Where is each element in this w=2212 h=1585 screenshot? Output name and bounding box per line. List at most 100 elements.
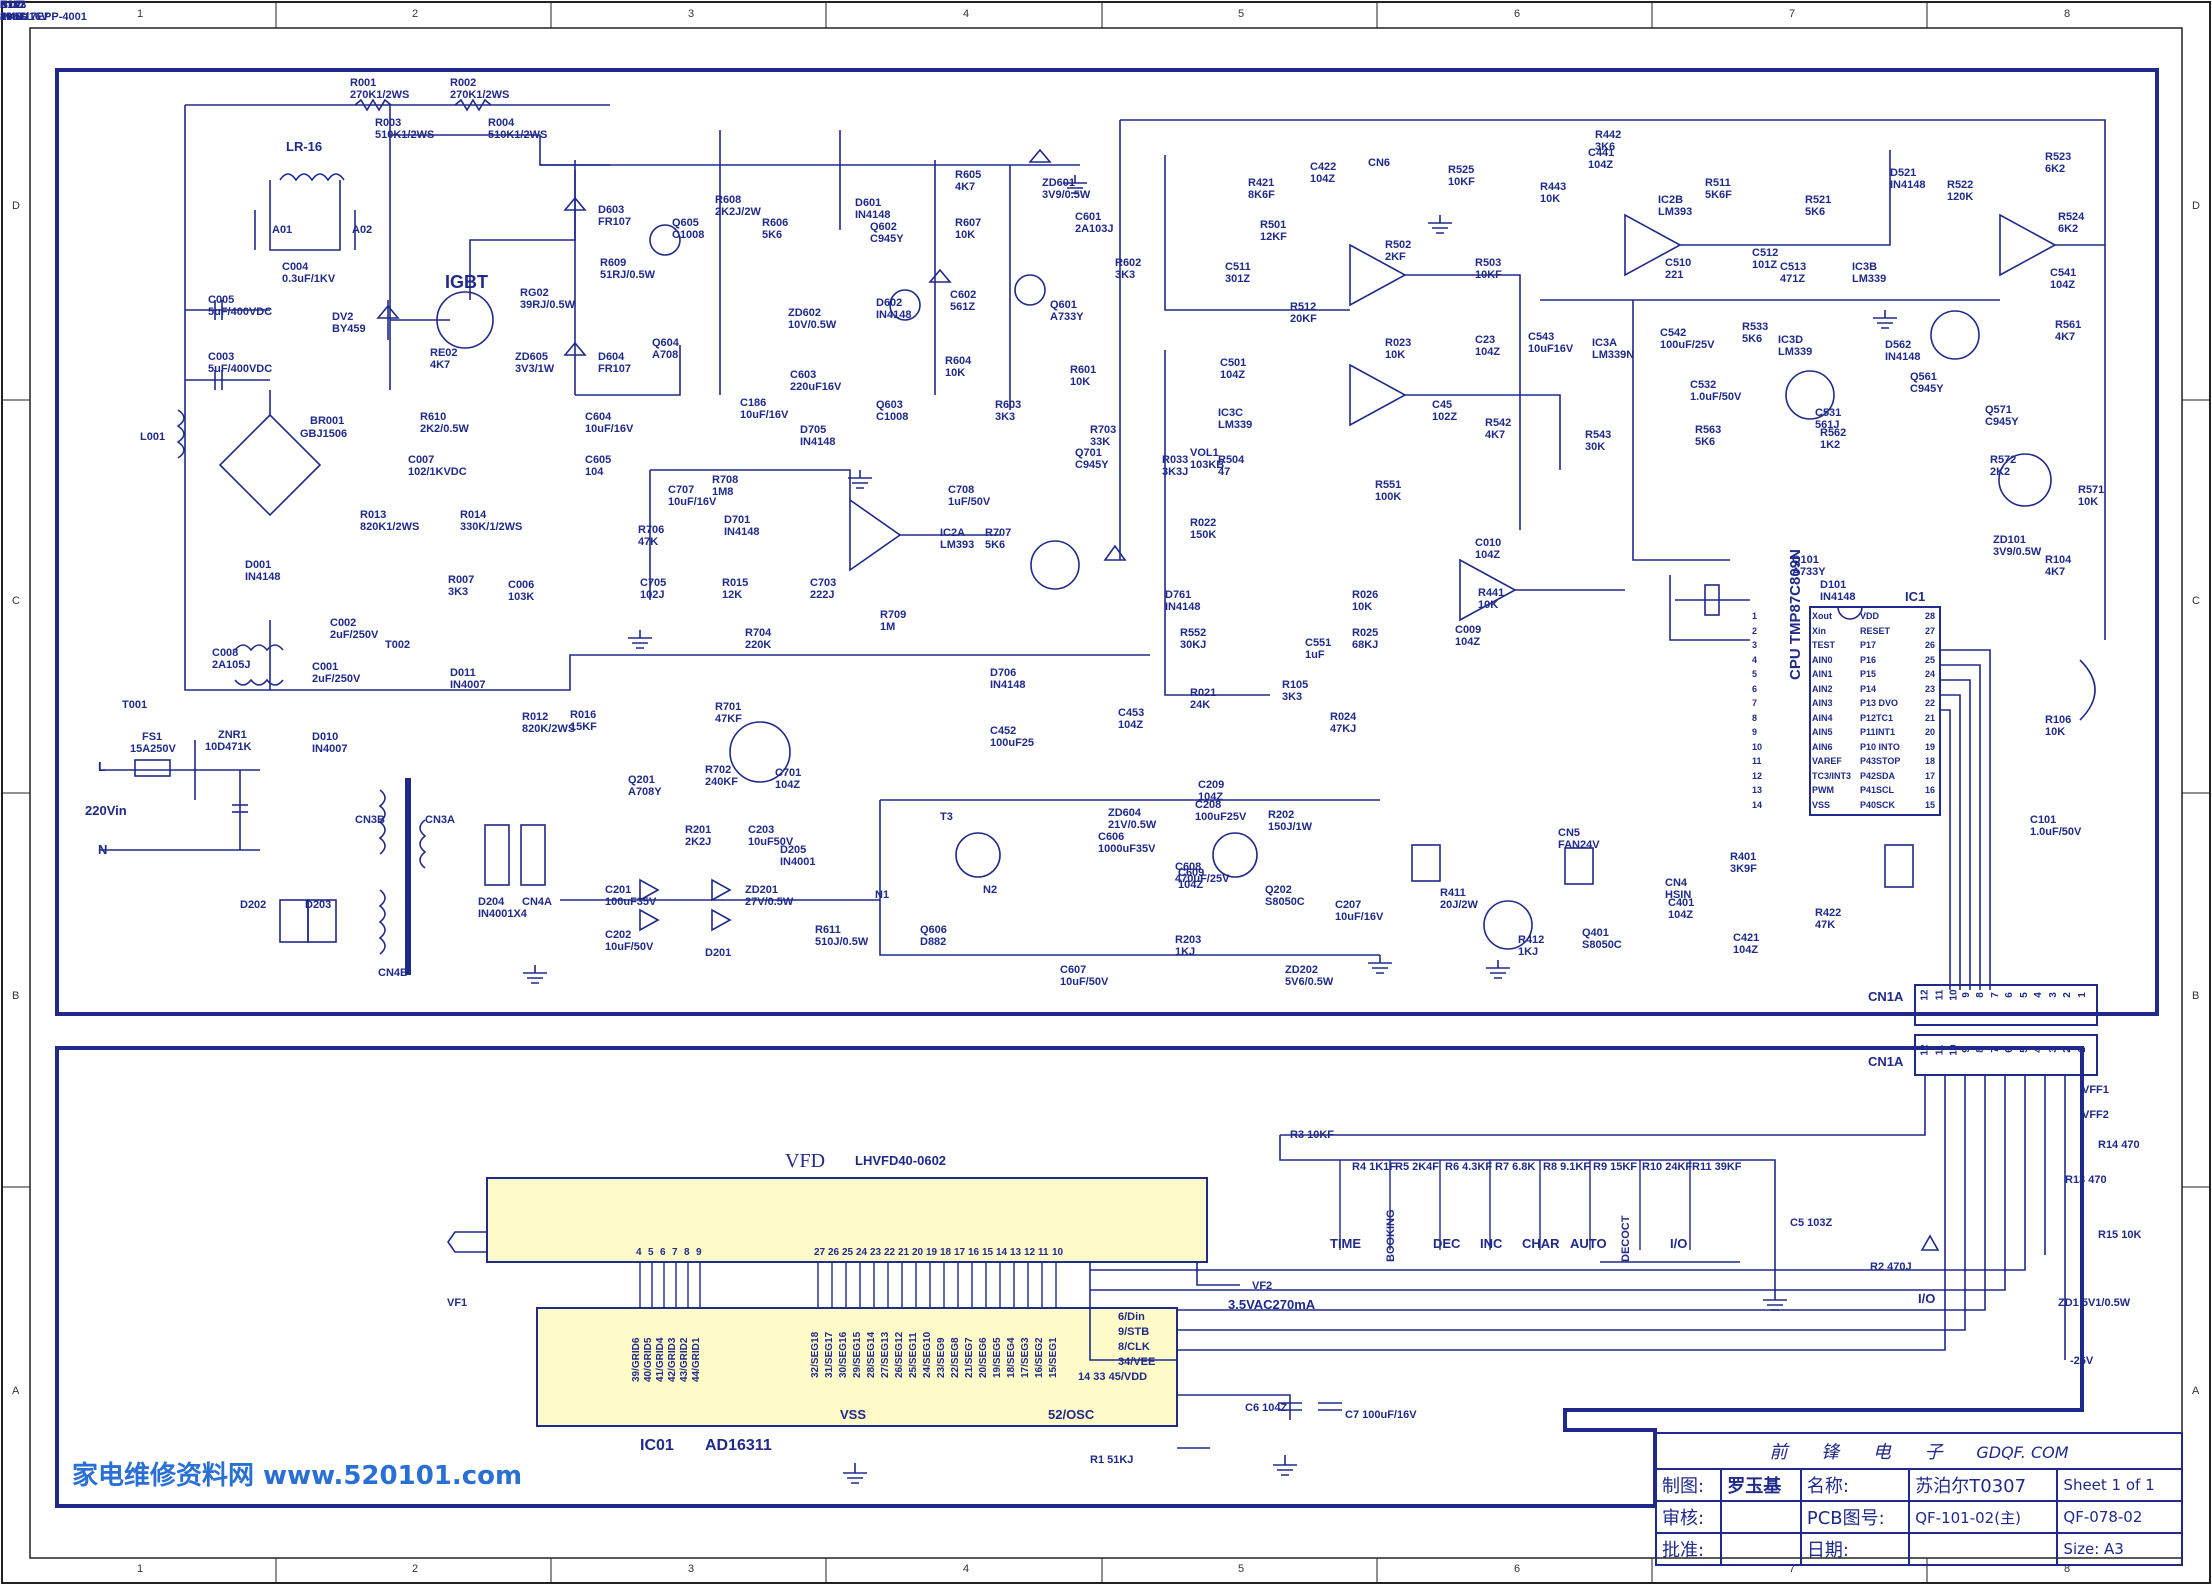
fuse-ref: FS1 (142, 731, 163, 743)
cpu-pin-name: P42SDA (1860, 770, 1896, 781)
component-ref: C703 (810, 577, 837, 589)
component-value: 103KB (1190, 459, 1225, 471)
key-io-button[interactable]: I/O (1670, 1236, 1688, 1251)
component-value: 1.0uF/50V (1690, 391, 1742, 403)
key-booking-button[interactable]: BOOKING (1385, 1209, 1397, 1262)
component-value: 5K6 (762, 229, 783, 241)
display-part-label: R7 6.8K (1495, 1161, 1536, 1173)
input-220vin: 220Vin (85, 803, 127, 818)
ic-seg-pin-name: 15/SEG1 (1048, 1337, 1059, 1378)
cpu-pin-name: P14 (1860, 683, 1877, 694)
component-value: 3V9/0.5W (1993, 546, 2042, 558)
vfd-seg-pin: 22 (884, 1247, 896, 1258)
component-ref: R709 (880, 609, 907, 621)
component-ref: RE02 (430, 347, 458, 359)
component-value: S8050C (1265, 896, 1305, 908)
ic-grid-pin-name: 43/GRID2 (679, 1337, 690, 1382)
ic-seg-pin-name: 27/SEG13 (880, 1331, 891, 1378)
vfd-seg-pin: 19 (926, 1247, 938, 1258)
component-ref: D010 (312, 731, 339, 743)
component-value: 2KF (1385, 251, 1406, 263)
varistor-ref: ZNR1 (218, 729, 247, 741)
component-value: 470uF/25V (1175, 873, 1230, 885)
grid-col-4: 4 (963, 8, 970, 20)
component-value: 47KF (715, 713, 742, 725)
cpu-pin-number: 5 (1752, 669, 1758, 679)
component-value: 100uF25V (1195, 811, 1247, 823)
component-ref: D701 (724, 514, 751, 526)
vfd-seg-pin: 23 (870, 1247, 882, 1258)
component-ref: C602 (950, 289, 977, 301)
ic-seg-pin-name: 19/SEG5 (992, 1337, 1003, 1378)
component-value: 2K2/0.5W (420, 423, 469, 435)
cpu-pin-number: 15 (1925, 799, 1936, 810)
component-value: 51RJ/0.5W (600, 269, 656, 281)
grid-row-c: C (12, 595, 20, 607)
component-ref: C604 (585, 411, 612, 423)
component-value: LM339 (1852, 273, 1887, 285)
component-ref: C608 (1175, 861, 1202, 873)
component-ref: R521 (1805, 194, 1832, 206)
cpu-pin-number: 24 (1925, 669, 1936, 679)
component-value: 3K3 (995, 411, 1016, 423)
component-ref: R422 (1815, 907, 1842, 919)
key-char-button[interactable]: CHAR (1522, 1236, 1560, 1251)
component-ref: Q603 (876, 399, 903, 411)
component-ref: R523 (2045, 151, 2072, 163)
component-value: 510K1/2WS (488, 129, 548, 141)
cpu-pin-name: P41SCL (1860, 785, 1895, 795)
component-ref: R015 (722, 577, 749, 589)
vff2-label: VFF2 (2082, 1109, 2109, 1121)
component-ref: R603 (995, 399, 1022, 411)
component-value: 220uF16V (790, 381, 842, 393)
grid-col-3-bottom: 3 (688, 1563, 695, 1575)
display-part-label: R13 470 (2065, 1174, 2107, 1186)
component-value: 510K1/2WS (375, 129, 435, 141)
component-value: 3V3/1W (515, 363, 555, 375)
component-ref: C607 (1060, 964, 1087, 976)
cpu-pin-name: VDD (1860, 611, 1880, 621)
component-value: 2K2 (1990, 466, 2011, 478)
component-value: 104Z (0, 11, 26, 23)
component-ref: R201 (685, 824, 712, 836)
component-ref: R604 (945, 355, 972, 367)
vfd-seg-pin: 26 (828, 1247, 840, 1258)
key-time-button[interactable]: TIME (1330, 1236, 1362, 1251)
component-value: 10uF/50V (605, 941, 654, 953)
component-value: 471Z (1780, 273, 1806, 285)
connector-pin: 9 (1960, 1047, 1972, 1053)
component-ref: R501 (1260, 219, 1287, 231)
component-ref: CN3A (425, 814, 455, 826)
key-decoct-button[interactable]: DECOCT (1620, 1215, 1632, 1262)
component-ref: C452 (990, 725, 1017, 737)
cpu-pin-name: VAREF (1812, 756, 1842, 766)
bridge-value: GBJ1506 (300, 428, 348, 440)
component-ref: C207 (1335, 899, 1362, 911)
component-ref: R421 (1248, 177, 1275, 189)
component-ref: C45 (1432, 399, 1453, 411)
component-ref: R502 (1385, 239, 1412, 251)
component-value: 104Z (1475, 549, 1501, 561)
component-ref: R606 (762, 217, 789, 229)
cpu-pin-number: 23 (1925, 683, 1936, 694)
component-value: 1.0uF/50V (2030, 826, 2082, 838)
component-value: 150K (1190, 529, 1217, 541)
key-auto-button[interactable]: AUTO (1570, 1236, 1607, 1251)
led-io-label: I/O (1918, 1291, 1936, 1306)
component-value: 10uF/16V (585, 423, 634, 435)
component-ref: C453 (1118, 707, 1145, 719)
component-ref: R024 (1330, 711, 1357, 723)
component-value: 221 (1665, 269, 1684, 281)
connector-pin: 1 (2076, 992, 2088, 998)
component-value: 10K (2078, 496, 2099, 508)
key-dec-button[interactable]: DEC (1433, 1236, 1461, 1251)
ic-ctrl-pin: 9/STB (1118, 1326, 1150, 1338)
component-ref: CN5 (1558, 827, 1581, 839)
component-value: 10K (1540, 193, 1561, 205)
component-value: LM339 (1778, 346, 1813, 358)
key-inc-button[interactable]: INC (1480, 1236, 1503, 1251)
component-ref: Q561 (1910, 371, 1937, 383)
component-value: 3K6 (1595, 141, 1616, 153)
company-name: 前 锋 电 子 GDQF. COM (1655, 1432, 2183, 1470)
display-part-label: R11 39KF (1692, 1161, 1742, 1173)
